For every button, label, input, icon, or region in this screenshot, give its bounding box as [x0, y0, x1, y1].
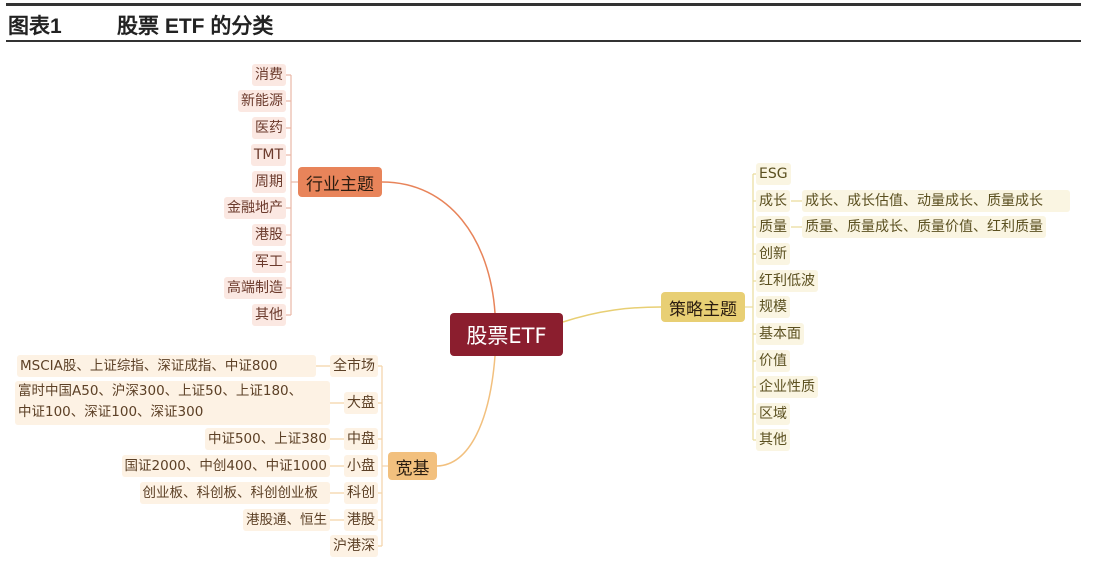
broad-detail-star: 创业板、科创板、科创创业板: [139, 482, 330, 504]
root-node: 股票ETF: [450, 313, 563, 356]
strategy-theme-node: 策略主题: [661, 292, 745, 322]
broad-leaf: 中盘: [344, 428, 378, 450]
industry-leaf: 新能源: [238, 90, 286, 112]
broad-leaf: 小盘: [344, 455, 378, 477]
top-rule: [6, 3, 1081, 6]
strategy-leaf: 红利低波: [756, 270, 818, 292]
broad-detail-mid-cap: 中证500、上证380: [204, 428, 330, 450]
strategy-leaf: 其他: [756, 429, 790, 451]
broad-leaf: 全市场: [330, 355, 378, 377]
figure-title: 股票 ETF 的分类: [117, 15, 274, 38]
broad-detail-small-cap: 国证2000、中创400、中证1000: [121, 455, 330, 477]
industry-leaf: 周期: [252, 171, 286, 193]
industry-leaf: 其他: [252, 304, 286, 326]
industry-leaf: 军工: [252, 251, 286, 273]
strategy-leaf: 成长: [756, 190, 790, 212]
broad-detail-hk: 港股通、恒生: [243, 509, 330, 531]
industry-leaf: 消费: [252, 64, 286, 86]
industry-theme-node: 行业主题: [298, 167, 382, 197]
broad-base-node: 宽基: [388, 452, 437, 480]
strategy-leaf: 价值: [756, 350, 790, 372]
growth-detail: 成长、成长估值、动量成长、质量成长: [802, 190, 1070, 212]
broad-leaf: 大盘: [344, 392, 378, 414]
quality-detail: 质量、质量成长、质量价值、红利质量: [802, 216, 1046, 238]
strategy-leaf: 企业性质: [756, 376, 818, 398]
strategy-leaf: 创新: [756, 243, 790, 265]
strategy-leaf: 基本面: [756, 323, 804, 345]
broad-leaf: 港股: [344, 509, 378, 531]
large-cap-line2: 中证100、深证100、深证300: [18, 404, 204, 420]
strategy-leaf: 区域: [756, 403, 790, 425]
strategy-leaf: 质量: [756, 216, 790, 238]
broad-leaf: 科创: [344, 482, 378, 504]
industry-leaf: 港股: [252, 224, 286, 246]
large-cap-line1: 富时中国A50、沪深300、上证50、上证180、: [18, 383, 303, 399]
bottom-rule: [6, 40, 1081, 42]
broad-detail-all-market: MSCIA股、上证综指、深证成指、中证800: [17, 355, 316, 377]
figure-number: 图表1: [8, 15, 62, 38]
strategy-leaf: 规模: [756, 296, 790, 318]
broad-detail-large-cap: 富时中国A50、沪深300、上证50、上证180、 中证100、深证100、深证…: [15, 381, 330, 425]
strategy-leaf: ESG: [756, 163, 791, 185]
industry-leaf: TMT: [250, 144, 286, 166]
industry-leaf: 金融地产: [224, 197, 286, 219]
industry-leaf: 高端制造: [224, 277, 286, 299]
broad-leaf: 沪港深: [330, 535, 378, 557]
industry-leaf: 医药: [252, 117, 286, 139]
